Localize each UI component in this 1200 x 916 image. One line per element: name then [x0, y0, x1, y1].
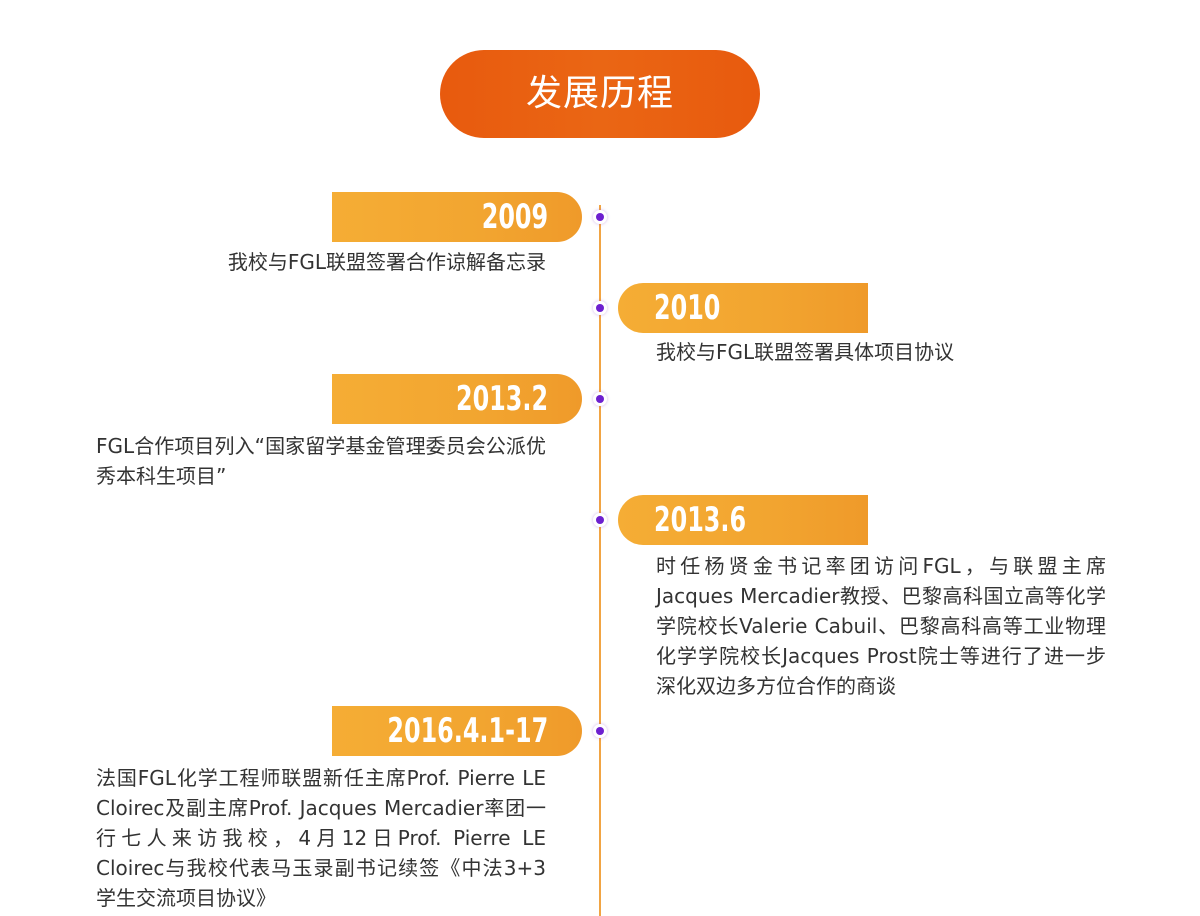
timeline-year-tag: 2013.2	[332, 374, 582, 424]
timeline-year: 2016.4.1-17	[387, 711, 548, 751]
timeline-description: 法国FGL化学工程师联盟新任主席Prof. Pierre LE Cloirec及…	[96, 766, 546, 910]
timeline-dot-icon	[593, 724, 607, 738]
timeline-description: FGL合作项目列入“国家留学基金管理委员会公派优秀本科生项目”	[96, 434, 546, 488]
timeline-description: 我校与FGL联盟签署具体项目协议	[656, 340, 955, 364]
timeline-year: 2013.2	[455, 379, 548, 419]
timeline-dot-icon	[593, 301, 607, 315]
timeline-year-tag: 2010	[618, 283, 868, 333]
timeline-year-tag: 2013.6	[618, 495, 868, 545]
timeline-axis	[599, 205, 601, 916]
page-title: 发展历程	[440, 50, 760, 138]
timeline-year: 2010	[654, 288, 721, 328]
timeline-description: 时任杨贤金书记率团访问FGL，与联盟主席Jacques Mercadier教授、…	[656, 554, 1106, 698]
timeline-year: 2009	[481, 197, 548, 237]
timeline-year-tag: 2016.4.1-17	[332, 706, 582, 756]
timeline-year: 2013.6	[654, 500, 747, 540]
timeline-description: 我校与FGL联盟签署合作谅解备忘录	[227, 250, 546, 274]
timeline-dot-icon	[593, 513, 607, 527]
timeline-year-tag: 2009	[332, 192, 582, 242]
timeline-dot-icon	[593, 210, 607, 224]
timeline-dot-icon	[593, 392, 607, 406]
